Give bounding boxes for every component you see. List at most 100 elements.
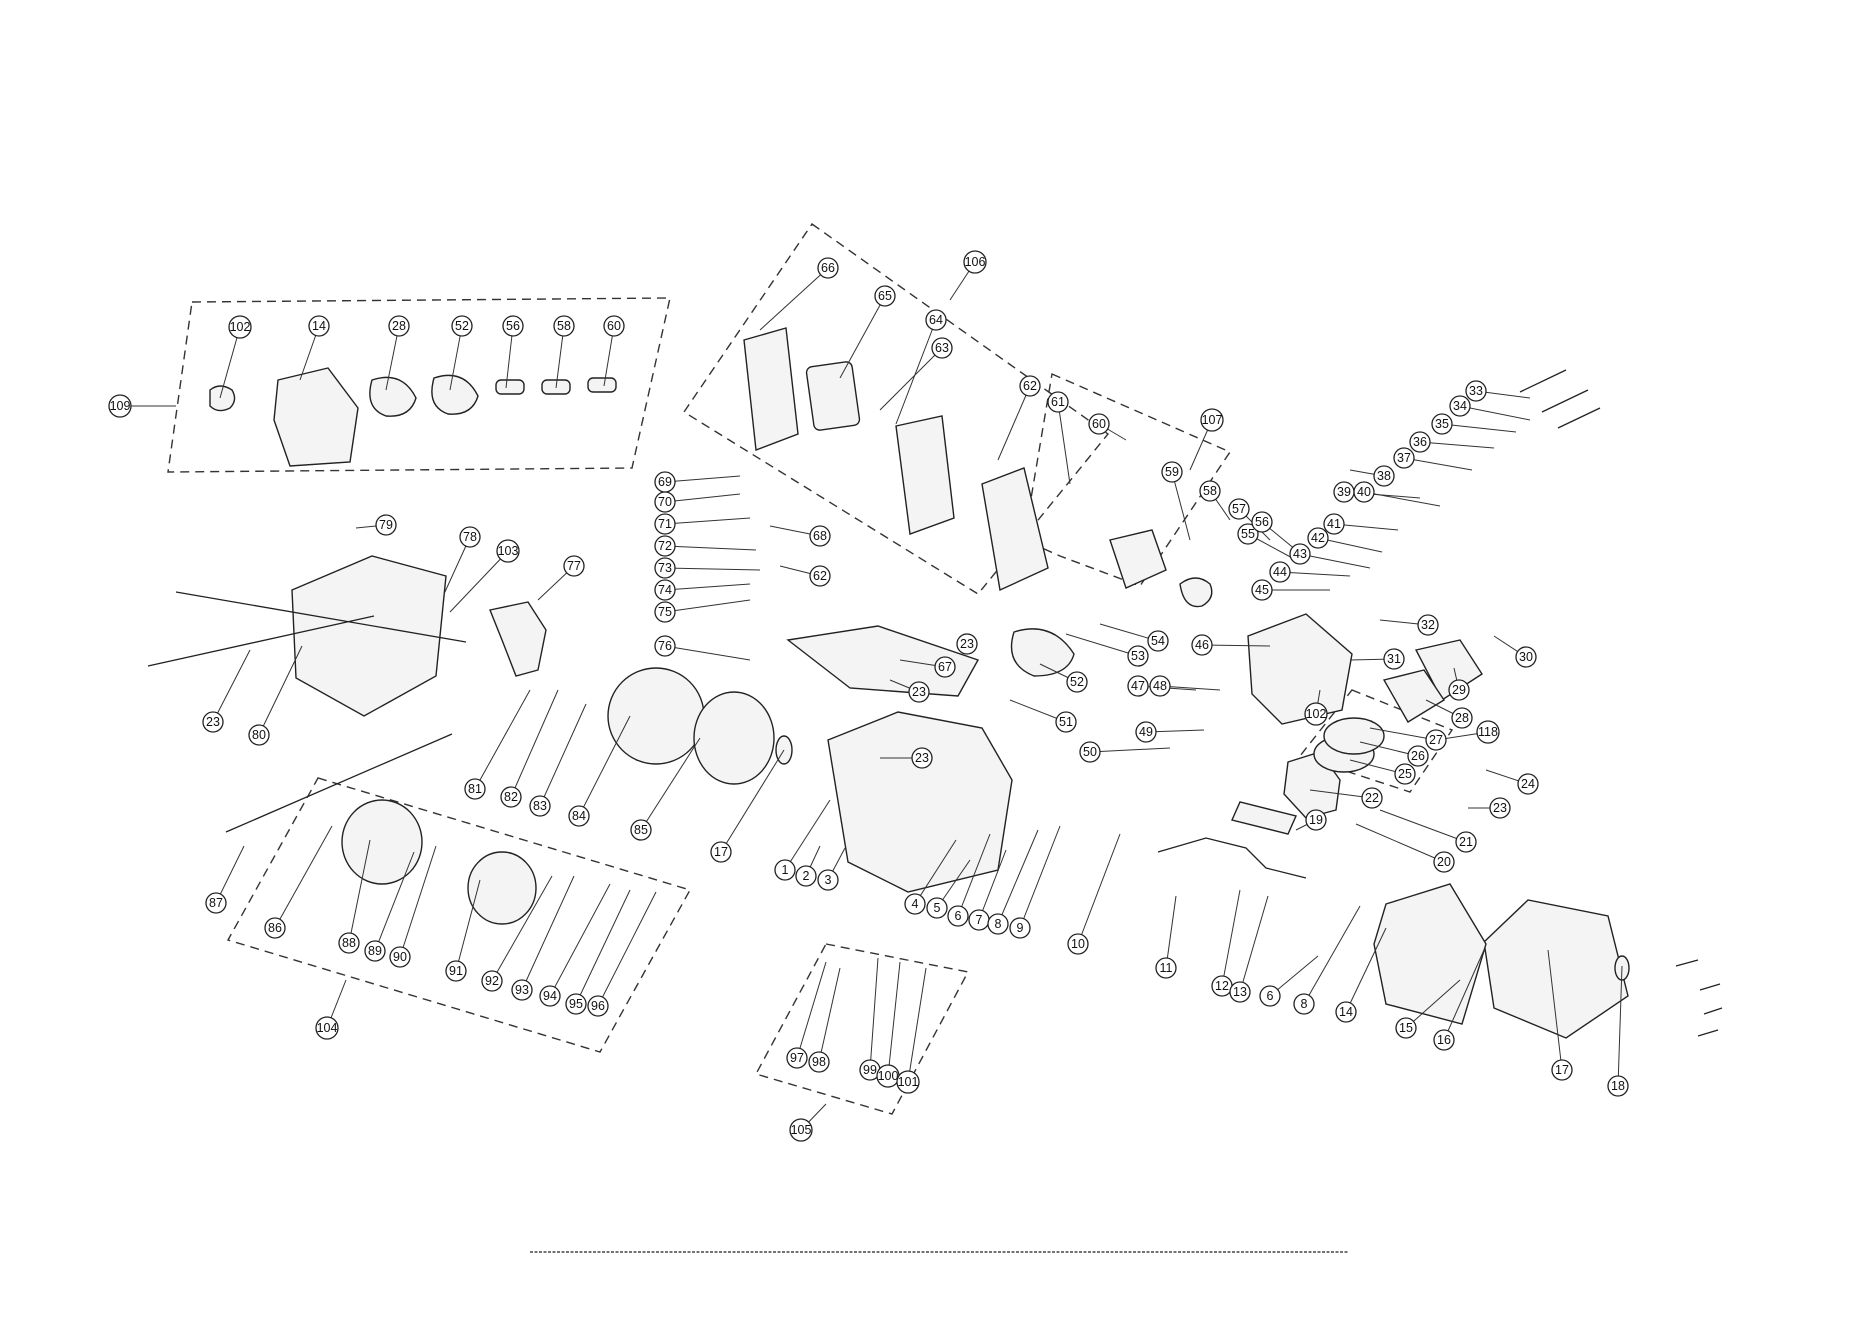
callout-circle (1395, 1017, 1417, 1039)
callout-58: 58 (1199, 480, 1221, 502)
callout-1: 1 (774, 859, 796, 881)
callout-number: 104 (317, 1021, 338, 1035)
part-air-cleaner-case-61 (981, 467, 1049, 592)
callout-56: 56 (502, 315, 524, 337)
callout-circle (587, 995, 609, 1017)
leader-line-6 (957, 833, 991, 917)
leader-line-97 (796, 961, 827, 1059)
callout-21: 21 (1455, 831, 1477, 853)
callout-number: 71 (658, 517, 672, 531)
part-gasket-60 (587, 377, 617, 393)
callout-circle (205, 892, 227, 914)
leader-line-20 (1355, 823, 1445, 863)
callout-circle (630, 819, 652, 841)
callout-number: 65 (878, 289, 892, 303)
part-gasket-102 (209, 385, 236, 412)
callout-23: 23 (202, 711, 224, 733)
callout-number: 46 (1195, 638, 1209, 652)
callout-53: 53 (1127, 645, 1149, 667)
callout-number: 42 (1311, 531, 1325, 545)
callout-circle (568, 805, 590, 827)
callout-circle (1551, 1059, 1573, 1081)
callout-39: 39 (1333, 481, 1355, 503)
part-connecting-rod-19 (1231, 801, 1297, 835)
callout-number: 7 (976, 913, 983, 927)
callout-109: 109 (108, 394, 132, 418)
callout-number: 8 (995, 917, 1002, 931)
callout-circle (1407, 745, 1429, 767)
callout-circle (911, 747, 933, 769)
callout-94: 94 (539, 985, 561, 1007)
leader-line-43 (1299, 553, 1371, 569)
callout-number: 88 (342, 936, 356, 950)
callout-circle (1383, 648, 1405, 670)
callout-31: 31 (1383, 648, 1405, 670)
leader-line-50 (1089, 747, 1171, 753)
callout-number: 5 (934, 901, 941, 915)
callout-62: 62 (809, 565, 831, 587)
callout-number: 102 (230, 320, 251, 334)
callout-41: 41 (1323, 513, 1345, 535)
callout-20: 20 (1433, 851, 1455, 873)
callout-circle (908, 681, 930, 703)
callout-3: 3 (817, 869, 839, 891)
callout-circle (1199, 480, 1221, 502)
callout-circle (654, 601, 676, 623)
callout-67: 67 (934, 656, 956, 678)
callout-86: 86 (264, 917, 286, 939)
callout-number: 86 (268, 921, 282, 935)
callout-circle (934, 656, 956, 678)
callout-number: 33 (1469, 384, 1483, 398)
leader-line-18 (1617, 965, 1623, 1087)
callout-17: 17 (1551, 1059, 1573, 1081)
callout-96: 96 (587, 995, 609, 1017)
callout-84: 84 (568, 805, 590, 827)
callout-circle (947, 905, 969, 927)
callout-circle (202, 711, 224, 733)
callout-circle (1149, 675, 1171, 697)
callout-number: 74 (658, 583, 672, 597)
leader-line-66 (759, 267, 829, 331)
leader-line-75 (664, 599, 751, 613)
callout-98: 98 (808, 1051, 830, 1073)
callout-6: 6 (947, 905, 969, 927)
callout-number: 54 (1151, 634, 1165, 648)
callout-33: 33 (1465, 380, 1487, 402)
callout-circle (904, 893, 926, 915)
part-carburetor-59 (1109, 529, 1167, 589)
callout-number: 61 (1051, 395, 1065, 409)
callout-28: 28 (388, 315, 410, 337)
leader-line-85 (640, 737, 701, 831)
leader-line-27 (1369, 727, 1437, 741)
callout-55: 55 (1237, 523, 1259, 545)
callout-circle (1289, 543, 1311, 565)
callout-60: 60 (1088, 413, 1110, 435)
callout-number: 85 (634, 823, 648, 837)
callout-54: 54 (1147, 630, 1169, 652)
callout-46: 46 (1191, 634, 1213, 656)
callout-circle (1088, 413, 1110, 435)
leader-line-70 (664, 493, 741, 503)
leader-line-100 (887, 961, 901, 1077)
callout-number: 57 (1232, 502, 1246, 516)
callout-circle (1323, 513, 1345, 535)
callout-circle (389, 946, 411, 968)
callout-number: 49 (1139, 725, 1153, 739)
callout-number: 45 (1255, 583, 1269, 597)
callout-number: 30 (1519, 650, 1533, 664)
leader-line-16 (1443, 949, 1485, 1041)
leader-line-46 (1201, 644, 1271, 647)
callout-number: 89 (368, 944, 382, 958)
callout-circle (654, 513, 676, 535)
callout-number: 51 (1059, 715, 1073, 729)
callout-circle (502, 315, 524, 337)
callout-number: 52 (1070, 675, 1084, 689)
callout-35: 35 (1431, 413, 1453, 435)
leader-line-91 (455, 879, 481, 972)
callout-97: 97 (786, 1047, 808, 1069)
leader-line-52 (449, 325, 463, 391)
leader-line-17 (1547, 949, 1563, 1071)
callout-number: 102 (1306, 707, 1327, 721)
leader-line-99 (869, 957, 879, 1071)
callout-number: 80 (252, 728, 266, 742)
